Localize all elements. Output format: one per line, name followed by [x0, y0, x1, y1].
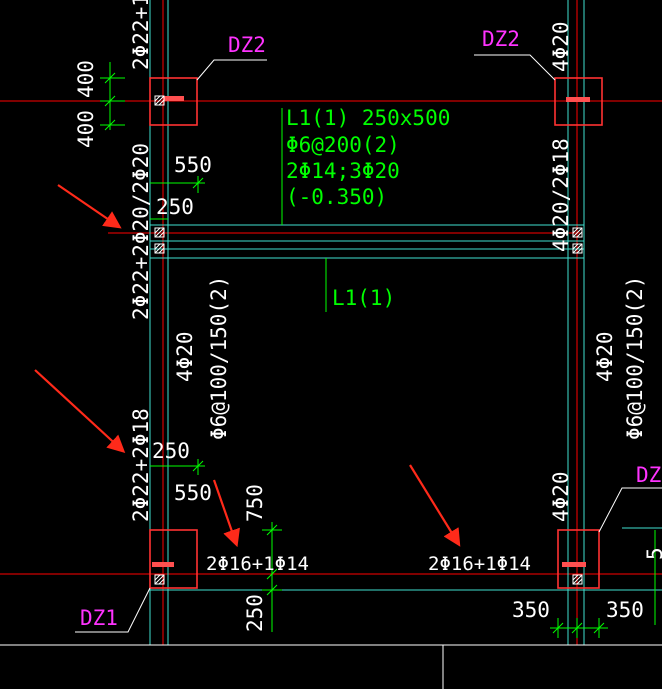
left-rebar-lower-label: 2Φ22+2Φ18	[129, 408, 153, 522]
dim-550-top: 550	[174, 153, 212, 177]
beam-name-label: L1(1) 250x500	[286, 106, 450, 130]
dimension-lines	[100, 62, 656, 638]
annotation-arrow-2	[34, 369, 126, 453]
dim-350-right: 350	[606, 598, 644, 622]
top-right-rebar-label: 4Φ20	[549, 21, 573, 72]
left-col-stirrup-label: Φ6@100/150(2)	[207, 276, 231, 440]
tag-leaders	[75, 54, 662, 633]
dim-550-lower: 550	[174, 481, 212, 505]
column-dz2-left	[149, 77, 198, 126]
dim-250-bottom-label: 250	[243, 594, 267, 632]
dz1-left-leader	[75, 587, 151, 633]
column-dz1-left	[149, 529, 198, 589]
dz2-right-tag: DZ2	[482, 27, 520, 51]
annotation-arrow-3	[212, 479, 240, 548]
rebar-marker-7	[572, 574, 583, 585]
rebar-marker-6	[154, 574, 165, 585]
bottom-mid-beam-rebar: 2Φ16+1Φ14	[428, 553, 531, 575]
top-left-rebar-label: 2Φ22+1	[129, 0, 153, 70]
column-right-bottom	[557, 529, 600, 589]
frame-lines	[0, 644, 662, 689]
left-rebar-upper-label: 2Φ22+2Φ20/2Φ20	[129, 143, 153, 320]
dim-350-left: 350	[512, 598, 550, 622]
dz1-left-tag: DZ1	[80, 606, 118, 630]
beam-stirrup-label: Φ6@200(2)	[286, 133, 400, 157]
dim-400-b-label: 400	[74, 110, 98, 148]
column-tag-1	[164, 96, 184, 101]
right-col-stirrup-label: Φ6@100/150(2)	[623, 276, 647, 440]
beam-l1-label: L1(1)	[332, 286, 395, 310]
column-tag-2	[566, 97, 590, 102]
rebar-marker-1	[154, 95, 165, 106]
left-col-4phi20-label: 4Φ20	[173, 331, 197, 382]
right-lower-4phi20-label: 4Φ20	[549, 471, 573, 522]
dim-250-top: 250	[156, 195, 194, 219]
right-col-4phi20-label: 4Φ20	[593, 331, 617, 382]
dz2-right-leader	[474, 54, 556, 81]
rebar-marker-4	[572, 227, 583, 238]
rebar-markers	[154, 95, 583, 585]
rebar-marker-3	[154, 243, 165, 254]
dim-750-label: 750	[243, 484, 267, 522]
annotation-arrow-4	[409, 464, 461, 547]
column-tag-3	[152, 562, 174, 567]
right-rebar-upper-label: 4Φ20/2Φ18	[549, 138, 573, 252]
dz2-left-tag: DZ2	[228, 33, 266, 57]
bottom-left-beam-rebar: 2Φ16+1Φ14	[206, 553, 309, 575]
dz2-left-leader	[196, 59, 267, 81]
column-dz2-right	[554, 77, 603, 126]
dim-250-lower: 250	[152, 439, 190, 463]
dim-400-a-label: 400	[74, 60, 98, 98]
beam-offset-label: (-0.350)	[286, 185, 387, 209]
dz-right-tag: DZ	[636, 463, 661, 487]
annotation-arrows	[34, 184, 461, 548]
annotation-arrow-1	[57, 184, 122, 229]
column-tags	[152, 96, 590, 567]
rebar-marker-2	[154, 227, 165, 238]
rebar-marker-5	[572, 243, 583, 254]
column-tag-4	[562, 562, 586, 567]
dz-right-leader	[598, 487, 662, 533]
beam-rebar-label: 2Φ14;3Φ20	[286, 159, 400, 183]
axis-lines	[0, 0, 662, 645]
columns	[149, 77, 603, 589]
right-edge-5-label: 5	[643, 547, 662, 560]
